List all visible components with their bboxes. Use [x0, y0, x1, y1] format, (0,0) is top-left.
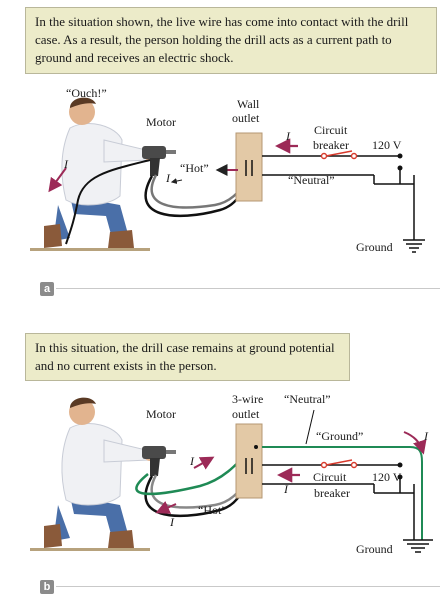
panel-tag-b: b [40, 580, 54, 594]
ground-symbol-a [403, 239, 425, 253]
current-label-a-person: I [64, 157, 68, 171]
wall-outlet-a [235, 132, 263, 202]
divider-a [56, 288, 440, 289]
ground-wire-label-b: “Ground” [316, 429, 364, 443]
caption-panel-b: In this situation, the drill case remain… [25, 333, 350, 381]
hot-label-b: “Hot” [198, 503, 227, 517]
ground-label-b: Ground [356, 542, 393, 556]
ground-label-a: Ground [356, 240, 393, 254]
current-label-a-cord: I [166, 171, 170, 185]
caption-panel-a: In the situation shown, the live wire ha… [25, 7, 437, 74]
person-b [30, 397, 176, 551]
neutral-label-b: “Neutral” [284, 392, 331, 406]
circuit-breaker-label-a-line2: breaker [313, 138, 349, 152]
panel-tag-a: a [40, 282, 54, 296]
circuit-breaker-label-b-line1: Circuit [313, 470, 347, 484]
wall-outlet-label-line2: outlet [232, 111, 260, 125]
circuit-breaker-label-a-line1: Circuit [314, 123, 348, 137]
ground-symbol-b [403, 539, 433, 553]
voltage-label-a: 120 V [372, 138, 402, 152]
wall-outlet-label-line1: Wall [237, 97, 260, 111]
ouch-label: “Ouch!” [66, 86, 107, 100]
circuit-breaker-label-b-line2: breaker [314, 486, 350, 500]
three-wire-outlet-b [235, 423, 263, 499]
hot-label-a: “Hot” [180, 161, 209, 175]
current-label-b-cord-top: I [190, 454, 194, 468]
neutral-label-a: “Neutral” [288, 173, 335, 187]
three-wire-label-line1: 3-wire [232, 392, 264, 406]
breaker-a [320, 152, 328, 160]
motor-label-a: Motor [146, 115, 176, 129]
person-a [30, 97, 176, 251]
current-label-b-wire: I [284, 482, 288, 496]
breaker-b [320, 461, 328, 469]
motor-label-b: Motor [146, 407, 176, 421]
three-wire-label-line2: outlet [232, 407, 260, 421]
current-label-b-ground: I [424, 429, 428, 443]
current-label-b-cord-bottom: I [170, 515, 174, 529]
voltage-label-b: 120 V [372, 470, 402, 484]
current-label-a-top: I [286, 129, 290, 143]
divider-b [56, 586, 440, 587]
